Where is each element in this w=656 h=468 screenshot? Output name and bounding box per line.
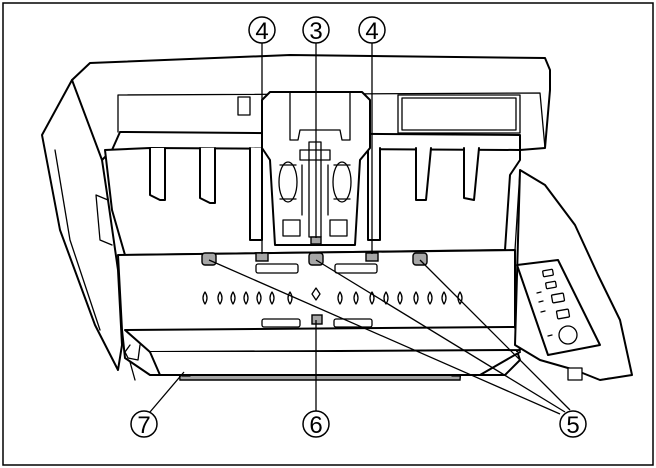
- left-latch-stem: [129, 361, 136, 381]
- callout-label: 4: [255, 18, 268, 45]
- callout-circle: [559, 410, 587, 438]
- callout-5: 5: [559, 410, 587, 439]
- callout-label: 3: [309, 18, 322, 45]
- front-lip: [124, 326, 521, 353]
- right-body-seam: [514, 169, 521, 251]
- chute-tab-6: [463, 147, 480, 201]
- bracket-left: [282, 219, 301, 237]
- callout-label: 7: [137, 412, 150, 439]
- leader-5-a: [208, 259, 561, 415]
- sensor-3: [310, 236, 322, 245]
- right-foot: [599, 377, 611, 381]
- roller-cover: [289, 91, 351, 141]
- leader-5-c: [419, 259, 571, 411]
- roller-left: [278, 161, 298, 203]
- callout-circle: [130, 410, 158, 438]
- panel-button-2: [545, 280, 557, 290]
- lid-bracket: [237, 96, 251, 116]
- callout-circle: [302, 410, 330, 438]
- callout-4-right: 4: [358, 16, 386, 45]
- sensor-5-a: [201, 252, 217, 266]
- panel-button-1: [542, 268, 554, 278]
- lower-slot-left: [261, 318, 301, 328]
- panel-button-4: [555, 308, 571, 320]
- leader-7: [149, 371, 185, 413]
- start-button: [558, 325, 578, 345]
- callout-label: 5: [566, 412, 579, 439]
- leader-lines: [149, 42, 571, 415]
- roller-rims: [279, 164, 351, 200]
- sensor-4-right: [365, 252, 379, 262]
- lid-window-inner: [401, 97, 517, 131]
- panel-button-3: [550, 292, 566, 304]
- roller-right: [332, 161, 352, 203]
- sensor-4-left: [255, 252, 269, 262]
- bracket-right: [329, 219, 348, 237]
- chute-tab-3: [249, 147, 263, 241]
- callout-7: 7: [130, 410, 158, 439]
- spindle-guides: [301, 164, 329, 216]
- panel-indicators: [536, 291, 553, 337]
- callout-label: 6: [309, 412, 322, 439]
- right-latch: [567, 367, 583, 381]
- lid-window: [397, 94, 521, 134]
- callout-circle: [302, 16, 330, 44]
- callout-circle: [248, 16, 276, 44]
- sensor-6: [311, 314, 323, 325]
- left-wall-edge: [54, 149, 101, 331]
- chute-tab-5: [415, 147, 432, 201]
- left-latch: [124, 344, 141, 361]
- callout-6: 6: [302, 410, 330, 439]
- left-side-wall: [41, 79, 123, 371]
- callout-4-left: 4: [248, 16, 276, 45]
- callout-label: 4: [365, 18, 378, 45]
- slot-right: [334, 263, 378, 274]
- chute-tab-4: [367, 147, 381, 241]
- chute-tab-1: [149, 147, 166, 201]
- callout-circle: [358, 16, 386, 44]
- front-panel: [149, 351, 521, 376]
- callout-3: 3: [302, 16, 330, 45]
- slot-left: [255, 263, 299, 274]
- control-panel: [516, 259, 601, 356]
- center-spindle: [308, 141, 322, 238]
- sensor-5-c: [412, 252, 428, 266]
- chute-tab-2: [199, 147, 216, 204]
- left-wall-detail: [95, 194, 113, 246]
- leader-5-b: [315, 259, 566, 413]
- spindle-cap: [299, 149, 331, 161]
